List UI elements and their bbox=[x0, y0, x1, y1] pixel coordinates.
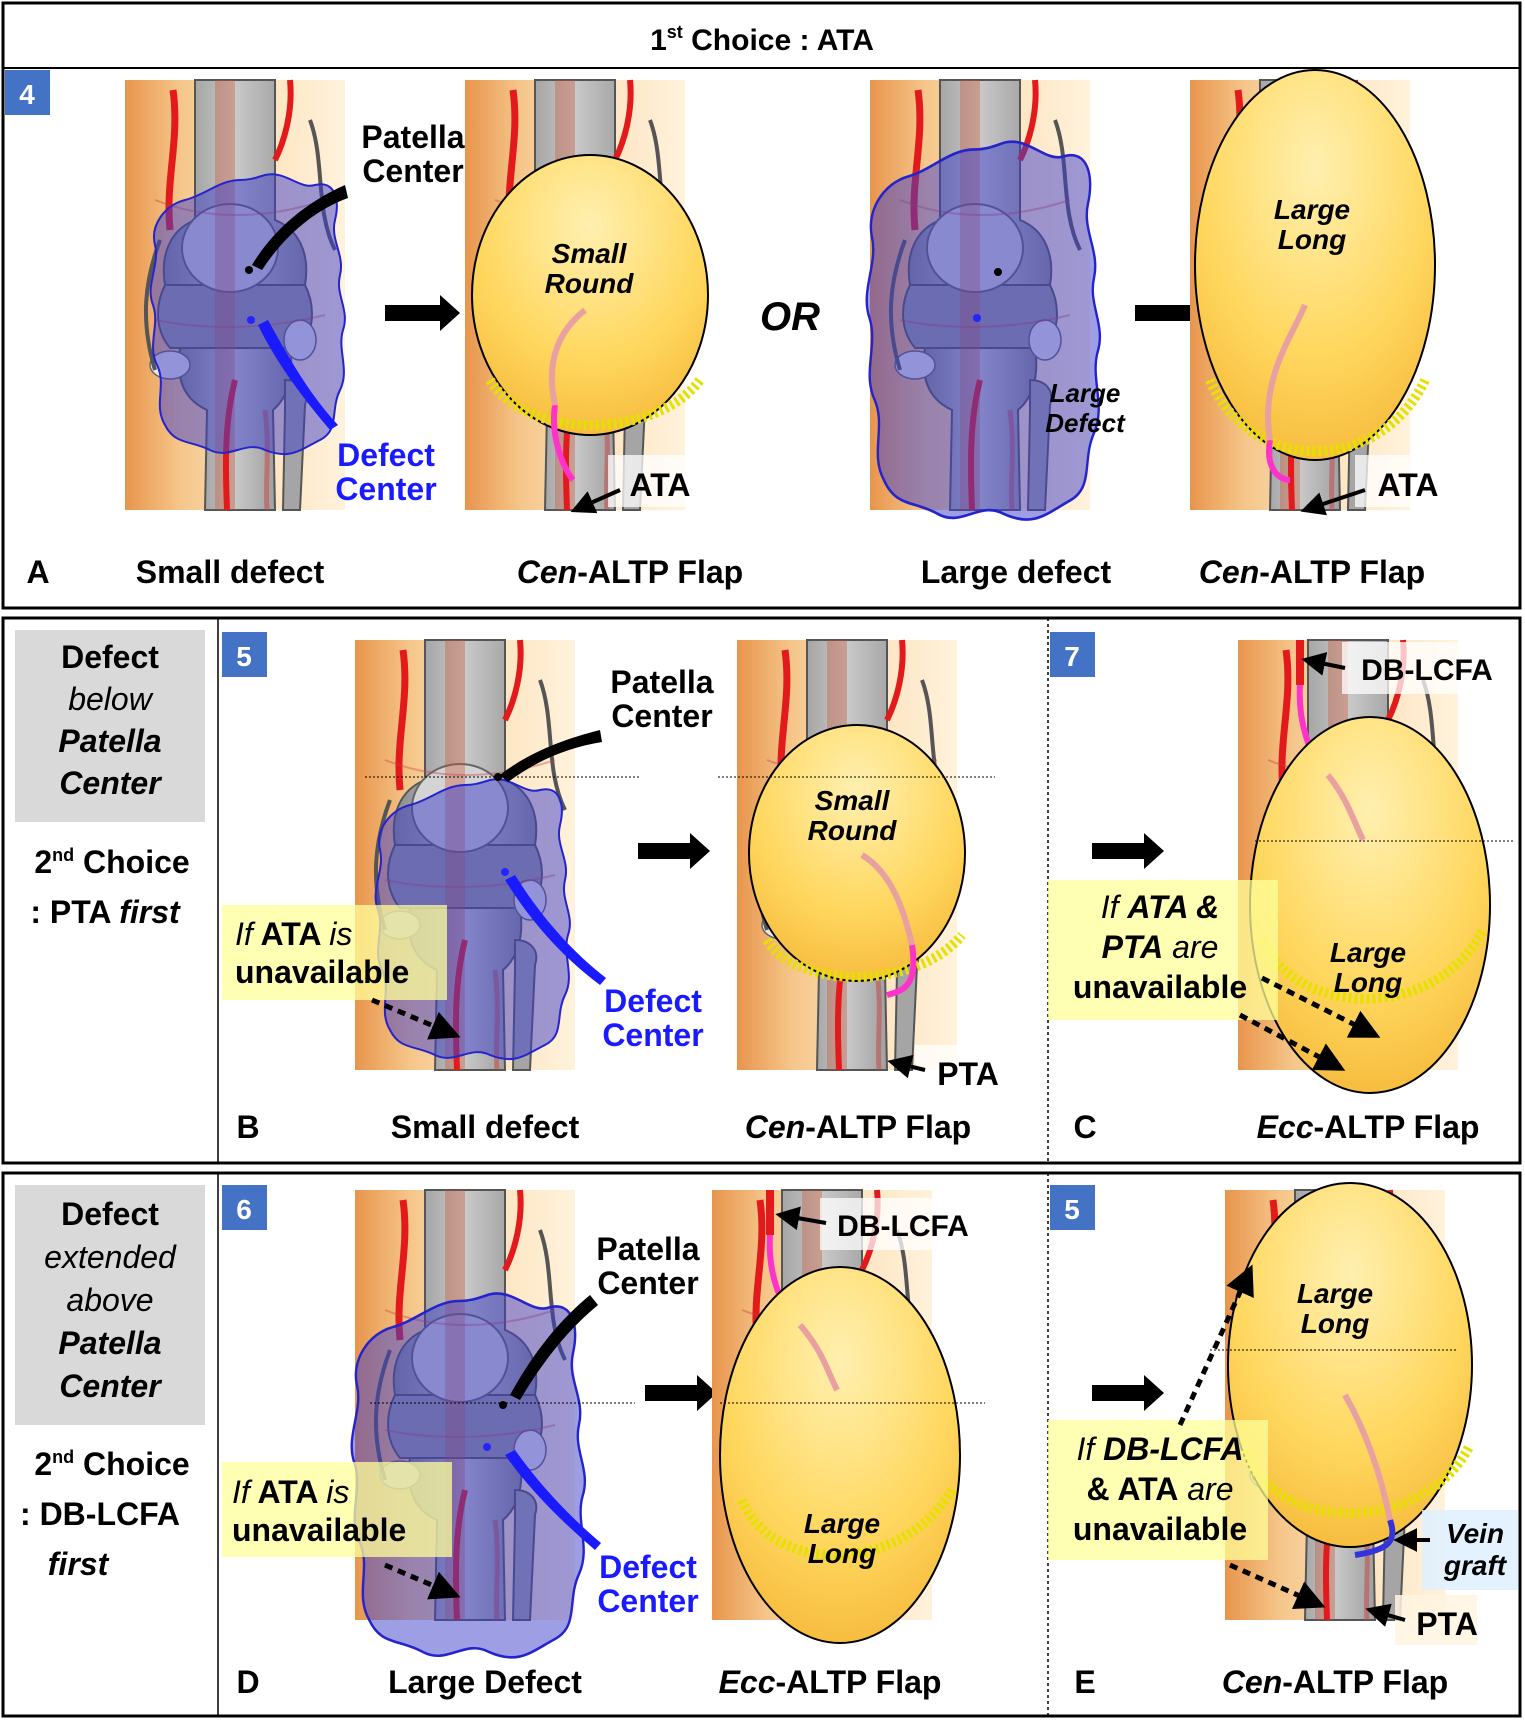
header-title: 1st Choice : ATA bbox=[650, 22, 874, 57]
svg-text:Defect: Defect bbox=[61, 1196, 159, 1232]
svg-text:Cen-ALTP Flap: Cen-ALTP Flap bbox=[1222, 1664, 1448, 1700]
pta-label-b: PTA bbox=[937, 1056, 999, 1092]
row-de-frame bbox=[1, 1171, 1522, 1718]
svg-text:& ATA are: & ATA are bbox=[1087, 1471, 1234, 1507]
caption-cen-altp-a2: Cen-ALTP Flap bbox=[517, 554, 743, 590]
svg-text:Patella: Patella bbox=[58, 1325, 161, 1361]
panel-letter-a: A bbox=[26, 554, 49, 590]
if-ata-pta-unavailable: If ATA & bbox=[1101, 889, 1220, 925]
knee-illustration-a1 bbox=[125, 80, 345, 510]
knee-illustration-d2 bbox=[712, 1190, 961, 1644]
svg-text:below: below bbox=[68, 681, 154, 717]
svg-text:B: B bbox=[236, 1109, 259, 1145]
row-bc-frame bbox=[1, 616, 1522, 1165]
knee-illustration-c bbox=[1238, 640, 1491, 1094]
svg-text:extended: extended bbox=[44, 1239, 177, 1275]
svg-text:Center: Center bbox=[59, 1368, 162, 1404]
svg-text:E: E bbox=[1074, 1664, 1095, 1700]
svg-text:Ecc-ALTP Flap: Ecc-ALTP Flap bbox=[1257, 1109, 1480, 1145]
svg-text:4: 4 bbox=[19, 79, 35, 110]
svg-text:6: 6 bbox=[236, 1194, 252, 1225]
svg-text:first: first bbox=[48, 1546, 110, 1582]
pta-label-e: PTA bbox=[1416, 1606, 1478, 1642]
svg-text:Patella: Patella bbox=[58, 723, 161, 759]
dblcfa-label-d: DB-LCFA bbox=[837, 1210, 969, 1243]
badge-7-c bbox=[1050, 632, 1095, 677]
knee-illustration-b2 bbox=[737, 640, 965, 1070]
svg-text:Defect: Defect bbox=[61, 639, 159, 675]
or-label: OR bbox=[760, 295, 820, 339]
knee-illustration-a3 bbox=[867, 80, 1102, 521]
flow-arrow-a1 bbox=[385, 295, 460, 331]
ata-label-a2: ATA bbox=[629, 467, 690, 503]
svg-text:PTA are: PTA are bbox=[1102, 929, 1219, 965]
caption-large-defect-a: Large defect bbox=[921, 554, 1112, 590]
knee-illustration-e bbox=[1225, 1183, 1475, 1620]
badge-5-e bbox=[1050, 1185, 1095, 1230]
knee-illustration-a4 bbox=[1190, 69, 1436, 510]
svg-text:Cen-ALTP Flap: Cen-ALTP Flap bbox=[745, 1109, 971, 1145]
caption-cen-altp-a4: Cen-ALTP Flap bbox=[1199, 554, 1425, 590]
if-ata-pta-highlight-c bbox=[1048, 880, 1278, 1020]
svg-text:unavailable: unavailable bbox=[1073, 1511, 1247, 1547]
panel-a-frame bbox=[1, 1, 1522, 610]
badge-5-b bbox=[222, 632, 267, 677]
svg-text:above: above bbox=[66, 1282, 153, 1318]
knee-illustration-a2 bbox=[465, 80, 709, 510]
svg-text:Large Defect: Large Defect bbox=[388, 1664, 582, 1700]
side-box-b bbox=[15, 630, 205, 822]
caption-small-defect-a: Small defect bbox=[136, 554, 325, 590]
dblcfa-label-c: DB-LCFA bbox=[1361, 654, 1493, 687]
svg-text:5: 5 bbox=[1064, 1194, 1080, 1225]
svg-text:C: C bbox=[1073, 1109, 1096, 1145]
svg-text:5: 5 bbox=[236, 641, 252, 672]
svg-text:Ecc-ALTP Flap: Ecc-ALTP Flap bbox=[719, 1664, 942, 1700]
svg-text:: PTA first: : PTA first bbox=[30, 894, 181, 930]
svg-text:7: 7 bbox=[1064, 641, 1080, 672]
if-dblcfa-ata-highlight-e bbox=[1048, 1420, 1268, 1560]
svg-text:: DB-LCFA: : DB-LCFA bbox=[20, 1496, 180, 1532]
badge-4 bbox=[5, 70, 50, 115]
badge-6-d bbox=[222, 1185, 267, 1230]
if-dblcfa-ata-unavailable: If DB-LCFA bbox=[1076, 1431, 1243, 1467]
if-ata-highlight-b bbox=[222, 905, 447, 1000]
defect-pointer bbox=[258, 320, 338, 430]
svg-text:D: D bbox=[236, 1664, 259, 1700]
ata-label-a4: ATA bbox=[1377, 467, 1438, 503]
side-box-d bbox=[15, 1185, 205, 1425]
svg-text:Center: Center bbox=[59, 765, 162, 801]
svg-text:Small defect: Small defect bbox=[391, 1109, 580, 1145]
svg-text:unavailable: unavailable bbox=[1073, 969, 1247, 1005]
second-choice-pta: 2nd Choice bbox=[34, 844, 189, 880]
second-choice-dblcfa: 2nd Choice bbox=[34, 1446, 189, 1482]
knee-illustration-d1 bbox=[352, 1190, 587, 1659]
patella-pointer bbox=[252, 185, 348, 270]
